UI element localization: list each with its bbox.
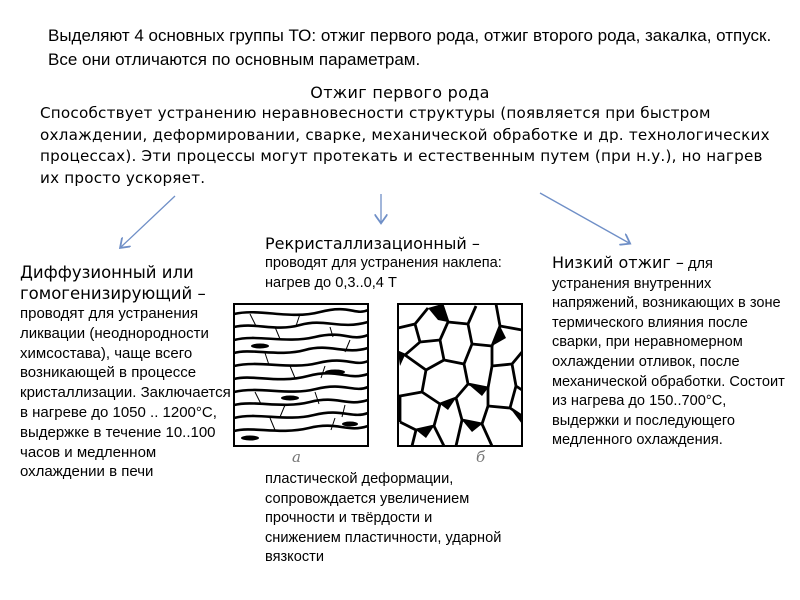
diffusion-annealing-body: проводят для устранения ликвации (неодно… <box>20 305 231 481</box>
recrystallized-structure-image <box>397 303 524 447</box>
diffusion-annealing-title: Диффузионный или гомогенизирующий – <box>20 263 206 303</box>
microstructure-figure: а б <box>230 300 525 470</box>
recrystallization-annealing-body-top: проводят для устранения наклепа: нагрев … <box>265 255 502 291</box>
section-title: Отжиг первого рода <box>310 83 490 102</box>
intro-text: Выделяют 4 основных группы ТО: отжиг пер… <box>48 26 772 69</box>
recrystallization-annealing-title: Рекристаллизационный – <box>265 234 480 253</box>
recrystallization-annealing-body-bottom: пластической деформации, сопровождается … <box>265 471 502 565</box>
low-annealing-title: Низкий отжиг – <box>552 253 684 272</box>
section-description: Способствует устранению неравновесности … <box>40 104 770 187</box>
arrow-left <box>121 195 176 247</box>
microstructure-images <box>233 303 524 447</box>
arrow-right <box>539 192 629 243</box>
figure-label-b: б <box>476 448 486 466</box>
recrystallization-annealing-block: Рекристаллизационный – проводят для устр… <box>265 233 513 293</box>
low-annealing-block: Низкий отжиг – для устранения внутренних… <box>552 252 787 451</box>
diffusion-annealing-block: Диффузионный или гомогенизирующий – пров… <box>20 262 242 482</box>
figure-label-a: а <box>292 448 301 466</box>
low-annealing-body: для устранения внутренних напряжений, во… <box>552 256 785 449</box>
deformed-structure-image <box>233 303 369 447</box>
